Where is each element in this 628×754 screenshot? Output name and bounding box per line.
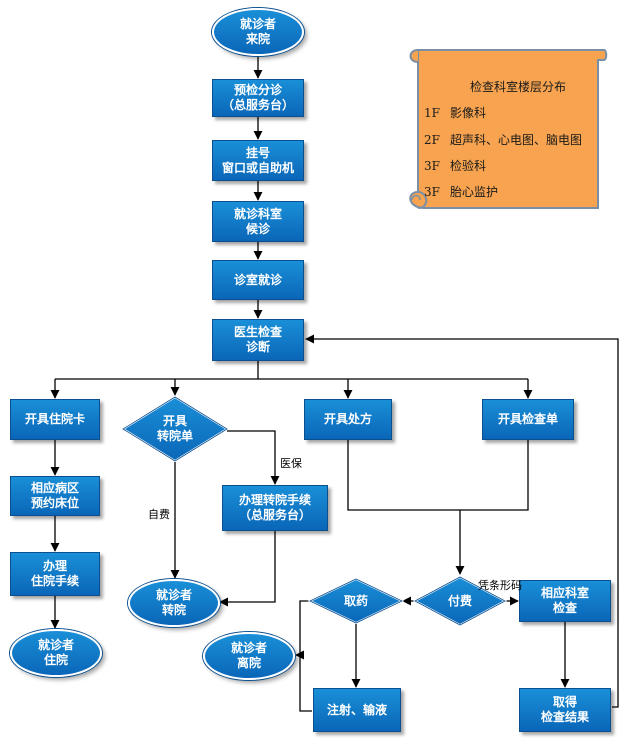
arrow-insurance (227, 430, 280, 485)
self-pay-label: 自费 (148, 508, 170, 521)
insurance-label: 医保 (280, 457, 302, 470)
arrow-results-back (305, 334, 619, 708)
reserve-bed-node: 相应病区 预约床位 (10, 476, 100, 516)
admission-proc-node: 办理 住院手续 (10, 552, 100, 596)
scroll-shape (409, 49, 608, 209)
inpatient-node: 就诊者 住院 (10, 629, 102, 677)
floor-row: 1F 影像科 (424, 104, 486, 121)
diagnose-node: 医生检查 诊断 (212, 319, 304, 361)
floor-row: 2F 超声科、心电图、脑电图 (424, 131, 582, 148)
get-medicine-label: 取药 (343, 593, 368, 608)
transfer-decision-node: 开具 转院单 (121, 395, 229, 463)
floor-dept: 胎心监护 (450, 185, 499, 199)
arrow-transfer-proc-transferred (219, 531, 276, 607)
floor-number: 3F (424, 159, 440, 173)
floor-number: 3F (424, 185, 440, 199)
get-results-node: 取得 检查结果 (519, 688, 611, 732)
transfer-decision-label: 开具 转院单 (156, 414, 193, 443)
exam-order-node: 开具检查单 (482, 399, 574, 440)
transfer-proc-node: 办理转院手续 （总服务台） (222, 485, 328, 531)
wait-node: 就诊科室 候诊 (212, 201, 304, 242)
floor-dept: 超声科、心电图、脑电图 (450, 133, 583, 147)
consult-node: 诊室就诊 (212, 260, 304, 300)
transferred-node: 就诊者 转院 (128, 579, 220, 627)
floor-number: 2F (424, 133, 440, 147)
floor-dept: 检验科 (450, 159, 487, 173)
leave-node: 就诊者 离院 (203, 632, 295, 680)
triage-node: 预检分诊 （总服务台） (212, 79, 304, 117)
arrow-medicine-leave (295, 600, 309, 660)
injection-node: 注射、输液 (313, 688, 401, 732)
floor-row: 3F 胎心监护 (424, 183, 498, 200)
admission-card-node: 开具住院卡 (10, 399, 100, 440)
floor-panel-title: 检查科室楼层分布 (469, 80, 566, 94)
floor-distribution-panel: 检查科室楼层分布 1F 影像科 2F 超声科、心电图、脑电图 3F 检验科 3F 胎心监… (398, 42, 608, 220)
register-node: 挂号 窗口或自助机 (212, 140, 304, 181)
pay-label: 付费 (447, 593, 472, 608)
get-medicine-node: 取药 (307, 577, 405, 625)
prescription-node: 开具处方 (304, 399, 392, 440)
floor-number: 1F (424, 106, 440, 120)
exam-dept-node: 相应科室 检查 (519, 580, 611, 622)
barcode-label: 凭条形码 (478, 579, 522, 592)
start-node: 就诊者 来院 (212, 8, 304, 56)
floor-dept: 影像科 (450, 106, 487, 120)
merge-to-pay (347, 440, 465, 575)
floor-row: 3F 检验科 (424, 157, 486, 174)
pay-node: 付费 (412, 575, 508, 627)
